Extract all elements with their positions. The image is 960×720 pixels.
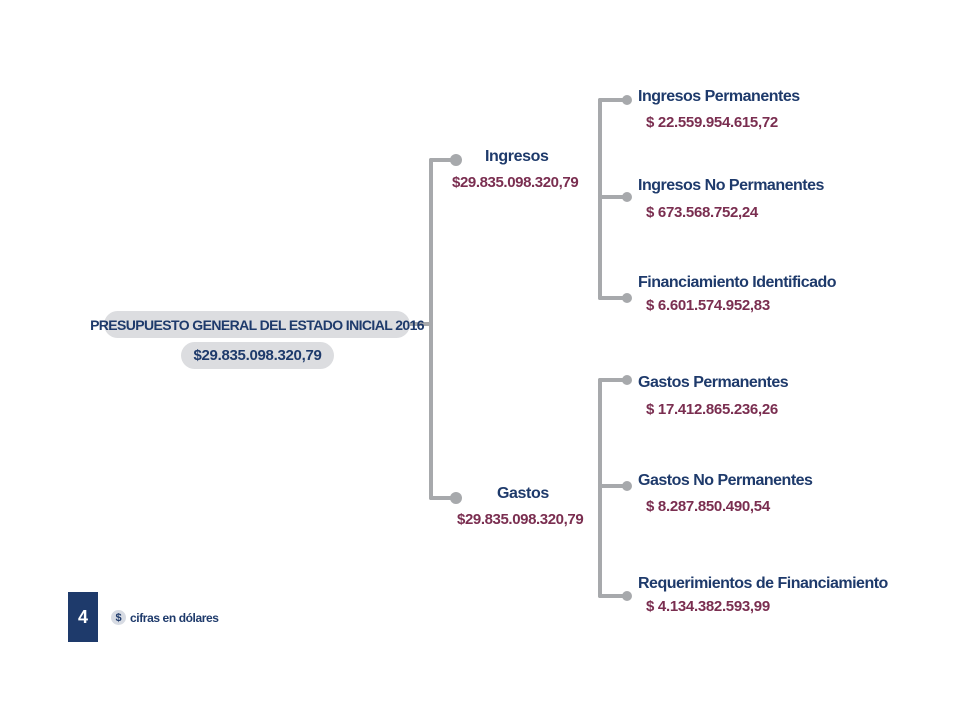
ingresos-no-permanentes-label: Ingresos No Permanentes bbox=[638, 177, 824, 194]
gastos-no-permanentes-dot bbox=[622, 481, 632, 491]
gastos-node-dot bbox=[450, 492, 462, 504]
root-title-pill: PRESUPUESTO GENERAL DEL ESTADO INICIAL 2… bbox=[90, 311, 425, 338]
requerimientos-value: $ 4.134.382.593,99 bbox=[646, 598, 770, 615]
page-number-badge: 4 bbox=[68, 592, 98, 642]
page-number: 4 bbox=[77, 606, 88, 627]
ingresos-permanentes-dot bbox=[622, 95, 632, 105]
ingresos-no-permanentes-dot bbox=[622, 192, 632, 202]
root-value-pill: $29.835.098.320,79 bbox=[181, 342, 334, 369]
financiamiento-identificado-dot bbox=[622, 293, 632, 303]
financiamiento-identificado-value: $ 6.601.574.952,83 bbox=[646, 297, 770, 314]
root-title: PRESUPUESTO GENERAL DEL ESTADO INICIAL 2… bbox=[90, 316, 424, 333]
currency-note: cifras en dólares bbox=[130, 611, 219, 625]
ingresos-permanentes-label: Ingresos Permanentes bbox=[638, 88, 800, 105]
gastos-permanentes-value: $ 17.412.865.236,26 bbox=[646, 401, 778, 418]
root-value: $29.835.098.320,79 bbox=[193, 347, 322, 364]
gastos-permanentes-label: Gastos Permanentes bbox=[638, 374, 789, 391]
ingresos-label: Ingresos bbox=[485, 148, 549, 165]
requerimientos-dot bbox=[622, 591, 632, 601]
gastos-label: Gastos bbox=[497, 485, 549, 502]
gastos-permanentes-dot bbox=[622, 375, 632, 385]
ingresos-permanentes-value: $ 22.559.954.615,72 bbox=[646, 114, 778, 131]
gastos-no-permanentes-label: Gastos No Permanentes bbox=[638, 472, 813, 489]
ingresos-no-permanentes-value: $ 673.568.752,24 bbox=[646, 204, 758, 221]
dollar-icon: $ bbox=[111, 610, 126, 625]
ingresos-value: $29.835.098.320,79 bbox=[452, 174, 579, 191]
requerimientos-label: Requerimientos de Financiamiento bbox=[638, 575, 888, 592]
gastos-value: $29.835.098.320,79 bbox=[457, 511, 584, 528]
gastos-no-permanentes-value: $ 8.287.850.490,54 bbox=[646, 498, 770, 515]
financiamiento-identificado-label: Financiamiento Identificado bbox=[638, 274, 837, 291]
ingresos-node-dot bbox=[450, 154, 462, 166]
